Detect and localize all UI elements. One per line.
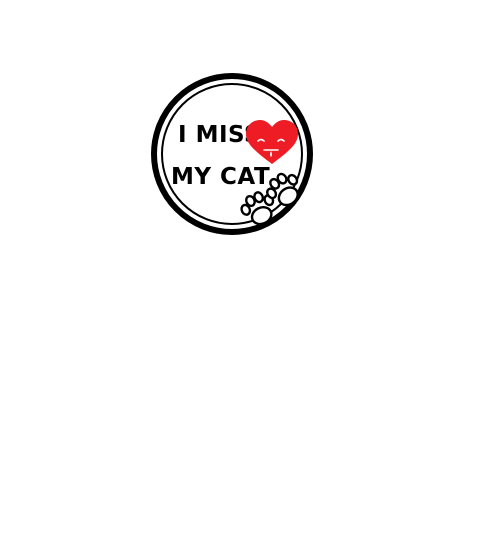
inner-ring	[161, 83, 303, 225]
sticker-badge: I MISS MY CAT	[150, 72, 314, 236]
sticker-line-2: MY CAT	[171, 164, 270, 190]
paw-print-icon	[240, 172, 299, 226]
heart-face-icon	[246, 120, 298, 164]
sticker-graphic: I MISS MY CAT	[151, 73, 313, 235]
outer-ring	[151, 73, 313, 235]
